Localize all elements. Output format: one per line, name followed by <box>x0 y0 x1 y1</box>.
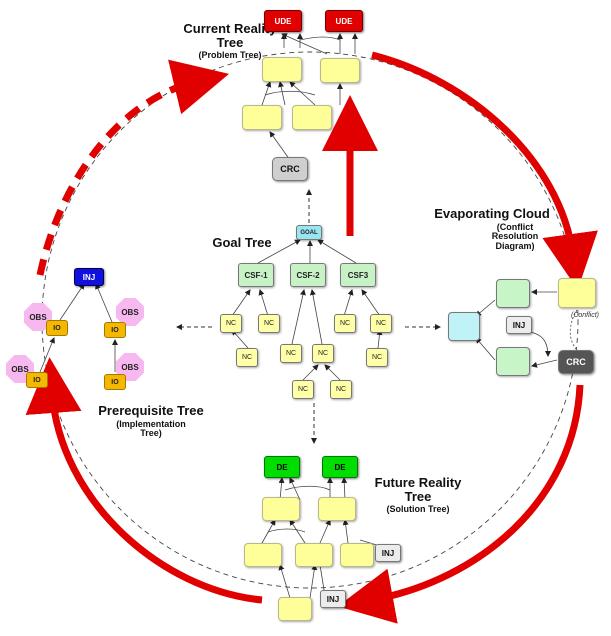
frt-entity-6 <box>278 597 312 621</box>
nc-node-10: NC <box>330 380 352 399</box>
nc-node-8: NC <box>366 348 388 367</box>
crt-ude-2: UDE <box>325 10 363 32</box>
ec-crc: CRC <box>558 350 594 374</box>
pt-io-2: IO <box>104 322 126 338</box>
frt-inj-2: INJ <box>320 590 346 608</box>
frt-de-2: DE <box>322 456 358 478</box>
frt-entity-3 <box>244 543 282 567</box>
crt-entity-3 <box>242 105 282 130</box>
frt-subtitle: (Solution Tree) <box>386 504 450 515</box>
ec-title-text: Evaporating Cloud <box>434 206 550 221</box>
ec-conflict-label: (Conflict) <box>571 312 600 319</box>
nc-node-2: NC <box>258 314 280 333</box>
frt-title-text: Future Reality Tree <box>374 475 462 504</box>
crt-entity-2 <box>320 58 360 83</box>
frt-entity-1 <box>262 497 300 521</box>
pt-title-text: Prerequisite Tree <box>98 403 204 418</box>
nc-node-1: NC <box>220 314 242 333</box>
nc-node-9: NC <box>292 380 314 399</box>
arrow-ec-to-frt <box>337 384 584 624</box>
ec-subtitle: (Conflict Resolution Diagram) <box>491 221 539 251</box>
ec-objective <box>448 312 480 341</box>
csf-2-node: CSF-2 <box>290 263 326 287</box>
ec-inj: INJ <box>506 316 532 334</box>
arrow-crt-to-ec <box>371 51 598 290</box>
pt-io-4: IO <box>104 374 126 390</box>
pt-io-1: IO <box>46 320 68 336</box>
crt-crc: CRC <box>272 157 308 181</box>
nc-node-6: NC <box>280 344 302 363</box>
crt-entity-4 <box>292 105 332 130</box>
crt-entity-1 <box>262 57 302 82</box>
pt-title: Prerequisite Tree (Implementation Tree) <box>96 404 206 439</box>
ec-prerequisite-d <box>558 278 596 308</box>
frt-de-1: DE <box>264 456 300 478</box>
crt-ude-1: UDE <box>264 10 302 32</box>
ec-requirement-b <box>496 279 530 308</box>
arrow-pt-to-crt <box>36 59 230 276</box>
frt-inj-1: INJ <box>375 544 401 562</box>
csf-3-node: CSF3 <box>340 263 376 287</box>
crt-title: Current Reality Tree (Problem Tree) <box>175 22 285 61</box>
nc-node-3: NC <box>334 314 356 333</box>
goal-tree-title: Goal Tree <box>212 235 272 250</box>
nc-node-5: NC <box>236 348 258 367</box>
frt-entity-5 <box>340 543 374 567</box>
frt-title: Future Reality Tree (Solution Tree) <box>363 476 473 515</box>
goal-node: GOAL <box>296 225 322 240</box>
nc-node-7: NC <box>312 344 334 363</box>
pt-inj: INJ <box>74 268 104 286</box>
pt-io-3: IO <box>26 372 48 388</box>
nc-node-4: NC <box>370 314 392 333</box>
arrow-frt-to-pt <box>25 357 263 604</box>
csf-1-node: CSF-1 <box>238 263 274 287</box>
frt-entity-4 <box>295 543 333 567</box>
frt-entity-2 <box>318 497 356 521</box>
ec-title: Evaporating Cloud (Conflict Resolution D… <box>432 207 552 251</box>
pt-obs-1: OBS <box>24 303 52 331</box>
pt-obs-2: OBS <box>116 298 144 326</box>
crt-subtitle: (Problem Tree) <box>198 50 262 61</box>
pt-subtitle: (Implementation Tree) <box>116 418 186 439</box>
ec-requirement-c <box>496 347 530 376</box>
crt-title-text: Current Reality Tree <box>183 21 277 50</box>
